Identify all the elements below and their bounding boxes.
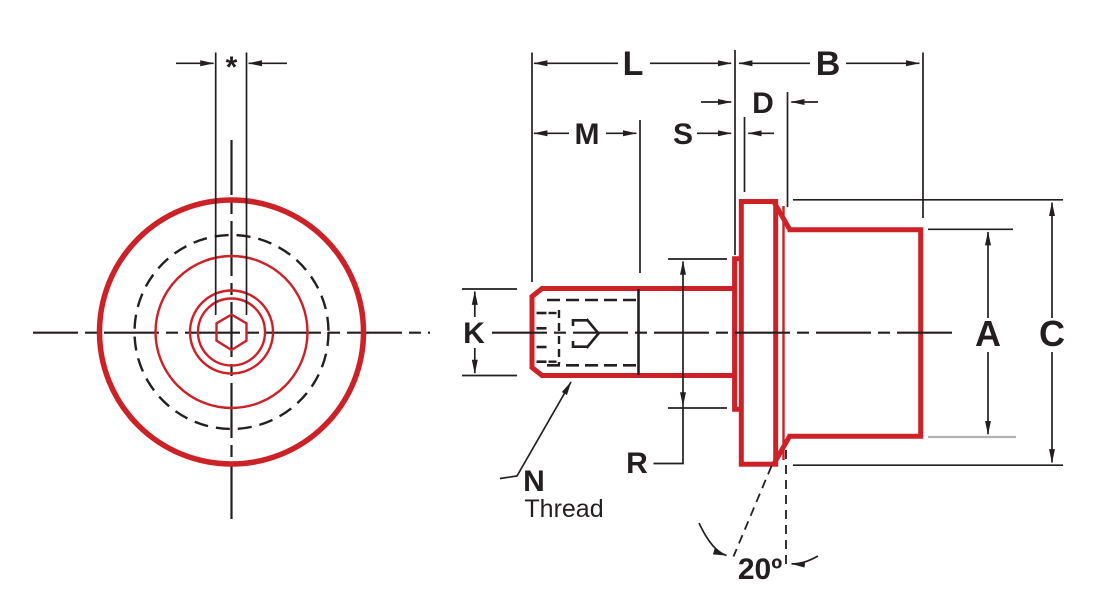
thread-hole-circle	[196, 297, 267, 367]
dim-M: M	[533, 118, 641, 273]
angle-arrow-right	[790, 555, 819, 568]
thread-leader-line	[499, 381, 572, 480]
dim-K: K	[462, 288, 517, 377]
dim-star: *	[176, 51, 287, 315]
front-view: *	[33, 51, 430, 524]
angle-callout: 20º	[698, 450, 819, 586]
dim-label-S: S	[673, 118, 693, 151]
thread-hidden-detail	[536, 289, 640, 375]
angle-arc-arrow-left	[698, 522, 728, 557]
thread-label-word: Thread	[524, 495, 603, 523]
dim-label-C: C	[1039, 313, 1065, 354]
dim-C: C	[793, 198, 1065, 467]
dim-label-D: D	[752, 87, 774, 120]
dim-L: L	[531, 45, 736, 282]
dim-label-L: L	[623, 45, 644, 83]
hidden-body-circle	[133, 233, 330, 431]
angle-chamfer-dashed	[732, 465, 773, 557]
dim-label-R: R	[626, 447, 648, 480]
dim-D: D	[701, 87, 818, 207]
chamfer-top-edge	[772, 201, 793, 232]
chamfer-bottom-edge	[772, 434, 793, 464]
dim-label-star: *	[226, 51, 238, 84]
dim-S: S	[673, 117, 774, 192]
shaft-circle	[188, 289, 275, 375]
thread-label-N: N	[523, 465, 545, 498]
hex-socket	[215, 313, 248, 352]
dim-R: R	[626, 258, 727, 480]
angle-label: 20º	[738, 553, 782, 586]
dim-label-K: K	[463, 317, 485, 350]
dim-label-B: B	[816, 45, 841, 83]
side-view: L B M S D	[462, 45, 1065, 586]
dim-A: A	[928, 228, 1016, 439]
collar-circle	[154, 254, 309, 410]
thread-callout: N Thread	[499, 381, 604, 523]
dim-B: B	[738, 45, 924, 218]
collar-outline	[732, 256, 741, 412]
flange-outer-circle	[96, 197, 367, 467]
dim-label-M: M	[575, 118, 600, 151]
dim-label-A: A	[975, 313, 1001, 354]
